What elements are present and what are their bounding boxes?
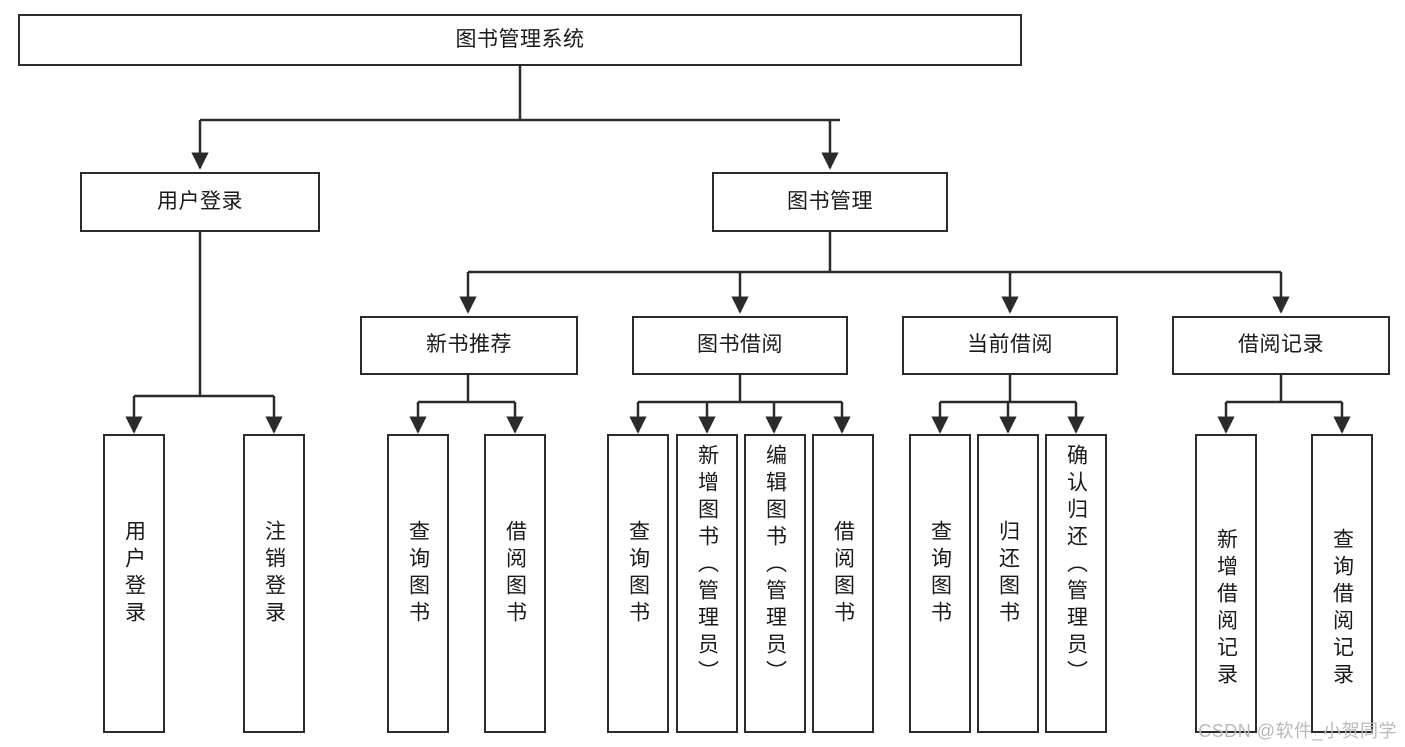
node-leaf-borrow-book-1-label: 借阅图书 <box>503 520 527 628</box>
node-user-login-label: 用户登录 <box>157 189 243 213</box>
node-leaf-user-login[interactable]: 用户登录 <box>103 434 165 733</box>
node-leaf-borrow-book-2-label: 借阅图书 <box>831 520 855 628</box>
node-new-book-recommend[interactable]: 新书推荐 <box>360 316 578 375</box>
node-user-login[interactable]: 用户登录 <box>80 172 320 232</box>
node-leaf-query-book-3-label: 查询图书 <box>928 520 952 628</box>
watermark-text: CSDN @软件_小贺同学 <box>1198 721 1397 741</box>
node-book-management-label: 图书管理 <box>787 189 873 213</box>
node-leaf-query-borrow-record[interactable]: 查询借阅记录 <box>1311 434 1373 733</box>
node-leaf-query-borrow-record-label: 查询借阅记录 <box>1330 528 1354 690</box>
node-leaf-query-book-1-label: 查询图书 <box>406 520 430 628</box>
node-leaf-return-book[interactable]: 归还图书 <box>977 434 1039 733</box>
node-leaf-return-book-label: 归还图书 <box>996 520 1020 628</box>
node-leaf-add-borrow-record[interactable]: 新增借阅记录 <box>1195 434 1257 733</box>
node-book-borrow[interactable]: 图书借阅 <box>632 316 848 375</box>
node-borrow-record[interactable]: 借阅记录 <box>1172 316 1390 375</box>
node-current-borrow-label: 当前借阅 <box>967 333 1053 357</box>
node-leaf-borrow-book-1[interactable]: 借阅图书 <box>484 434 546 733</box>
node-leaf-add-book-admin-label: 新增图书（管理员） <box>695 444 719 687</box>
node-leaf-query-book-2[interactable]: 查询图书 <box>607 434 669 733</box>
node-leaf-query-book-1[interactable]: 查询图书 <box>387 434 449 733</box>
node-book-management[interactable]: 图书管理 <box>712 172 948 232</box>
node-leaf-confirm-return-admin[interactable]: 确认归还（管理员） <box>1045 434 1107 733</box>
node-leaf-edit-book-admin-label: 编辑图书（管理员） <box>763 444 787 687</box>
node-current-borrow[interactable]: 当前借阅 <box>902 316 1118 375</box>
node-leaf-edit-book-admin[interactable]: 编辑图书（管理员） <box>744 434 806 733</box>
node-book-borrow-label: 图书借阅 <box>697 333 783 357</box>
node-leaf-add-book-admin[interactable]: 新增图书（管理员） <box>676 434 738 733</box>
node-root-label: 图书管理系统 <box>455 27 585 51</box>
node-new-book-recommend-label: 新书推荐 <box>426 333 512 357</box>
node-leaf-query-book-2-label: 查询图书 <box>626 520 650 628</box>
node-leaf-add-borrow-record-label: 新增借阅记录 <box>1214 528 1238 690</box>
node-leaf-logout-label: 注销登录 <box>262 520 286 628</box>
node-leaf-query-book-3[interactable]: 查询图书 <box>909 434 971 733</box>
node-leaf-confirm-return-admin-label: 确认归还（管理员） <box>1064 444 1088 687</box>
node-borrow-record-label: 借阅记录 <box>1238 333 1324 357</box>
node-root[interactable]: 图书管理系统 <box>18 14 1022 66</box>
node-leaf-logout[interactable]: 注销登录 <box>243 434 305 733</box>
node-leaf-borrow-book-2[interactable]: 借阅图书 <box>812 434 874 733</box>
node-leaf-user-login-label: 用户登录 <box>122 520 146 628</box>
